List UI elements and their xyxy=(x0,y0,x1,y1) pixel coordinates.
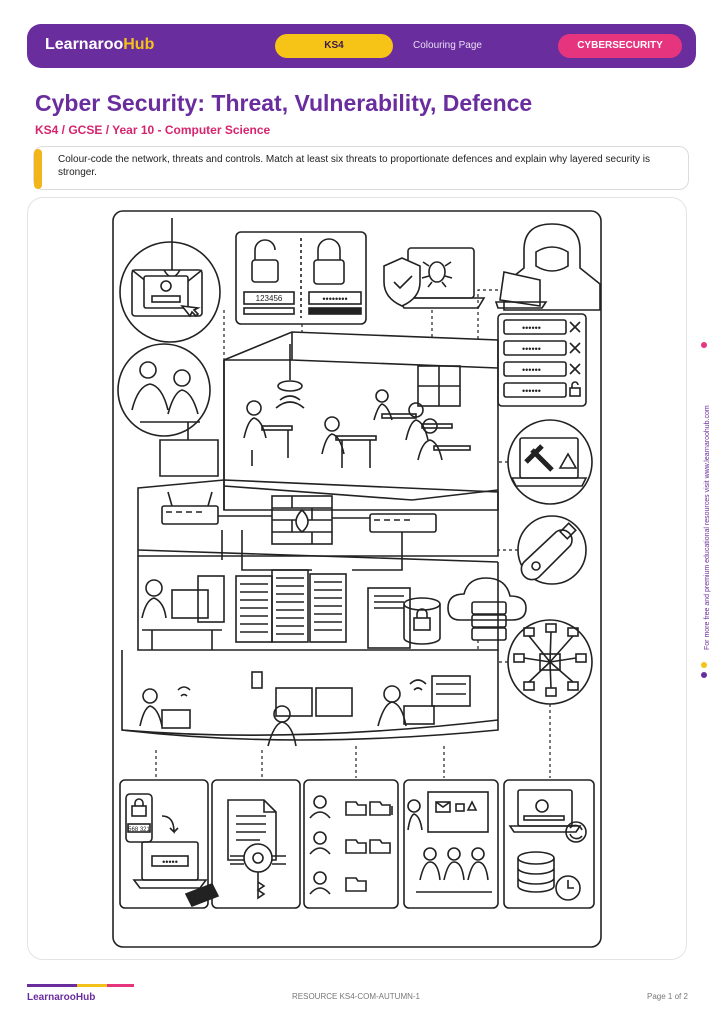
password-strength-panel xyxy=(235,231,367,325)
weak-password-text: 123456 xyxy=(256,294,283,303)
footer-page-number: Page 1 of 2 xyxy=(647,992,688,1001)
login-attempt-3: •••••• xyxy=(522,365,541,375)
footer-stripe-purple xyxy=(27,984,77,987)
building-classroom-floor xyxy=(223,331,499,511)
cloud-backup xyxy=(447,577,527,641)
login-attempt-1: •••••• xyxy=(522,323,541,333)
brand-logo: LearnarooHub xyxy=(45,36,155,53)
footer-stripe-yellow xyxy=(77,984,107,987)
strong-password-text: •••••••• xyxy=(322,294,347,304)
updates-backup-panel xyxy=(503,779,595,909)
building-server-floor xyxy=(137,556,499,651)
page-subtitle: KS4 / GCSE / Year 10 - Computer Science xyxy=(35,123,271,137)
access-control-panel xyxy=(303,779,399,909)
side-dot-pink xyxy=(701,672,707,678)
login-attempts-panel xyxy=(497,313,587,407)
header-banner: LearnarooHub KS4 Colouring Page CYBERSEC… xyxy=(27,24,696,68)
phishing-email-circle xyxy=(119,218,221,343)
social-engineering-circle xyxy=(117,343,211,437)
mfa-field-text: ••••• xyxy=(162,857,178,867)
topic-badge: CYBERSECURITY xyxy=(558,34,682,58)
staff-training-panel xyxy=(403,779,499,909)
side-dot-yellow xyxy=(701,662,707,668)
login-attempt-4: •••••• xyxy=(522,386,541,396)
usb-device-circle xyxy=(517,515,587,585)
encryption-panel xyxy=(211,779,301,909)
footer-stripe-pink xyxy=(107,984,134,987)
login-attempt-2: •••••• xyxy=(522,344,541,354)
hacker-figure xyxy=(494,223,601,311)
footer-resource-code: RESOURCE KS4-COM-AUTUMN-1 xyxy=(292,992,421,1001)
page-type-label: Colouring Page xyxy=(413,40,482,51)
building-ground-floor xyxy=(121,650,499,747)
mfa-panel xyxy=(119,779,220,909)
building-network-floor xyxy=(137,479,499,571)
footer-brand: LearnarooHub xyxy=(27,992,96,1003)
side-dot-purple xyxy=(701,342,707,348)
level-badge: KS4 xyxy=(275,34,393,58)
software-patch-circle xyxy=(507,419,593,505)
cyber-security-illustration: 123456 •••••••• xyxy=(112,210,602,948)
antivirus-laptop xyxy=(383,247,486,309)
instructions-box: Colour-code the network, threats and con… xyxy=(33,146,689,190)
instructions-accent-bar xyxy=(34,149,42,189)
mfa-code-text: 568 321 xyxy=(128,827,150,833)
page-title: Cyber Security: Threat, Vulnerability, D… xyxy=(35,90,533,116)
side-note-text: For more free and premium educational re… xyxy=(704,405,711,650)
network-topology-circle xyxy=(507,619,593,705)
instructions-text: Colour-code the network, threats and con… xyxy=(58,154,650,178)
